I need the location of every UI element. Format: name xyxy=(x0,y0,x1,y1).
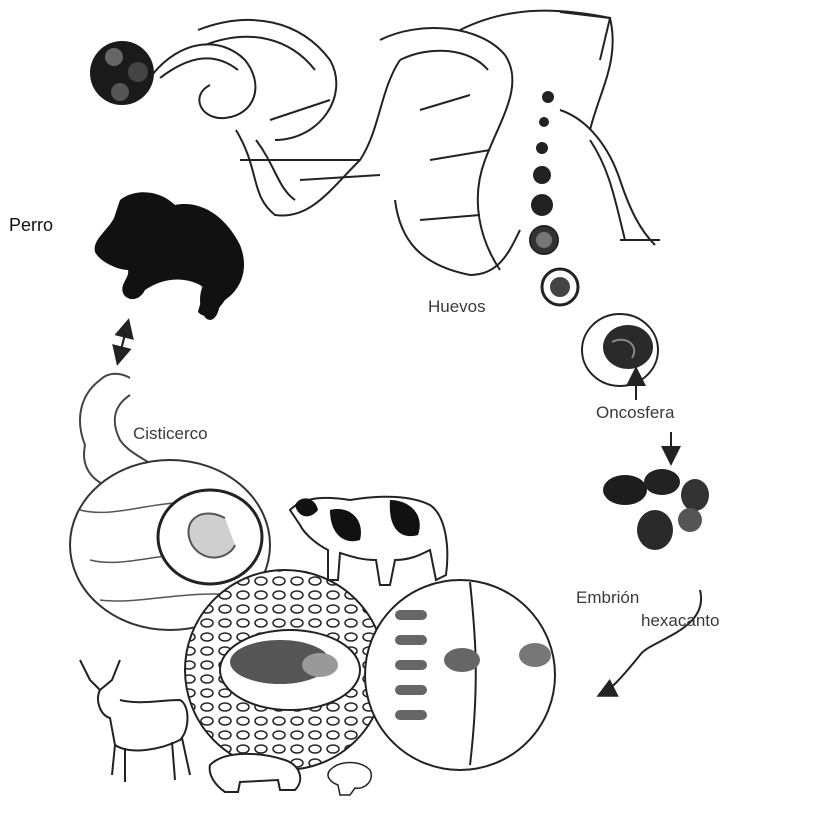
label-huevos: Huevos xyxy=(428,297,486,317)
embryo-icon xyxy=(603,469,709,550)
label-cisticerco: Cisticerco xyxy=(133,424,208,444)
villus-icon xyxy=(365,580,555,770)
egg-icon xyxy=(530,91,578,305)
oncosphere-icon xyxy=(582,314,658,386)
label-perro: Perro xyxy=(9,215,53,236)
pig-icon xyxy=(210,754,301,792)
sheep-icon xyxy=(328,763,371,796)
tapeworm-scolex-icon xyxy=(90,41,154,105)
dog-icon xyxy=(95,192,244,320)
label-embrion: Embrión xyxy=(576,588,639,608)
intestine-section-icon xyxy=(185,570,385,770)
cow-icon xyxy=(290,497,447,585)
label-hexacanto: hexacanto xyxy=(641,611,719,631)
deer-icon xyxy=(80,660,190,782)
label-oncosfera: Oncosfera xyxy=(596,403,674,423)
